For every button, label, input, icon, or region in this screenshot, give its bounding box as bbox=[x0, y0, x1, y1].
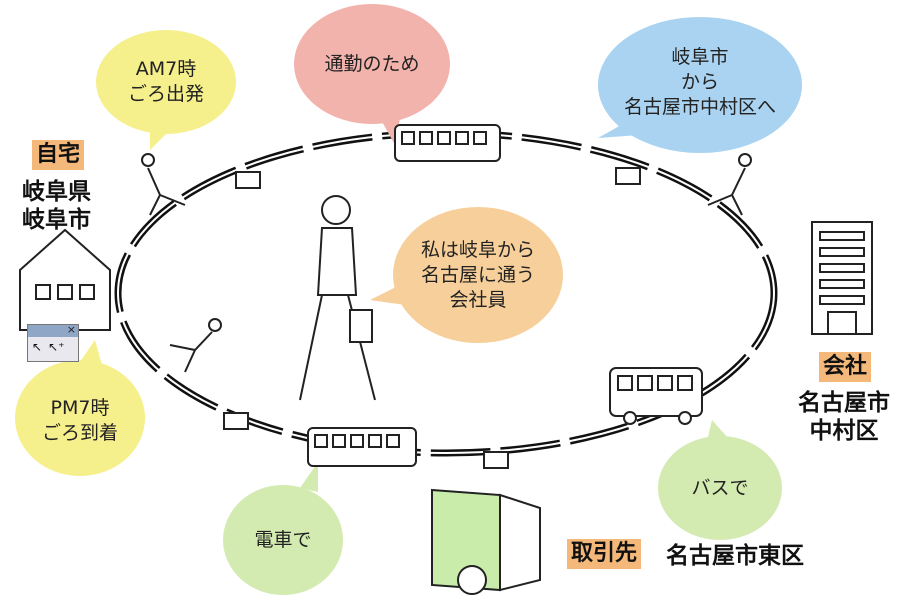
company-place: 名古屋市 中村区 bbox=[798, 390, 890, 444]
route-bubble bbox=[598, 17, 802, 153]
company-tag: 会社 bbox=[819, 352, 872, 382]
mini-tool-window[interactable]: × ↖ ↖⁺ bbox=[27, 323, 79, 362]
walking-person-icon bbox=[707, 153, 752, 216]
train-bottom-icon bbox=[307, 427, 417, 467]
bus-bubble-text: バスで bbox=[691, 477, 749, 499]
train-bubble-text: 電車で bbox=[254, 529, 312, 551]
bus-bubble bbox=[658, 436, 782, 540]
pm-bubble bbox=[15, 360, 145, 476]
commute-bubble bbox=[294, 4, 450, 124]
train-bubble bbox=[223, 485, 343, 595]
close-icon[interactable]: × bbox=[66, 323, 76, 336]
client-building-icon bbox=[431, 488, 541, 595]
home-tag: 自宅 bbox=[32, 140, 85, 170]
commute-bubble-text: 通勤のため bbox=[324, 53, 420, 75]
self-bubble bbox=[393, 207, 563, 343]
mini-window-titlebar[interactable]: × bbox=[28, 323, 78, 337]
walking-person-icon bbox=[169, 318, 222, 373]
bus-icon bbox=[609, 367, 703, 425]
station-icon bbox=[615, 167, 641, 185]
station-icon bbox=[483, 451, 509, 469]
station-icon bbox=[235, 171, 261, 189]
home-place: 岐阜県 岐阜市 bbox=[22, 179, 91, 233]
train-top-icon bbox=[394, 124, 501, 162]
pm-bubble-text: PM7時 ごろ到着 bbox=[41, 397, 118, 444]
home-house-icon bbox=[19, 228, 111, 331]
company-building-icon bbox=[811, 221, 873, 335]
walking-person-icon bbox=[141, 153, 186, 216]
self-bubble-text: 私は岐阜から 名古屋に通う 会社員 bbox=[420, 239, 535, 311]
am-bubble-text: AM7時 ごろ出発 bbox=[127, 58, 204, 105]
client-tag: 取引先 bbox=[567, 539, 642, 569]
route-bubble-text: 岐阜市 から 名古屋市中村区へ bbox=[623, 46, 776, 118]
businessman-figure bbox=[299, 195, 376, 401]
am-bubble bbox=[96, 30, 236, 134]
station-icon bbox=[223, 412, 249, 430]
pointer-icon[interactable]: ↖ bbox=[32, 340, 43, 354]
pointer-plus-icon[interactable]: ↖⁺ bbox=[48, 340, 65, 354]
client-place: 名古屋市東区 bbox=[666, 543, 804, 569]
